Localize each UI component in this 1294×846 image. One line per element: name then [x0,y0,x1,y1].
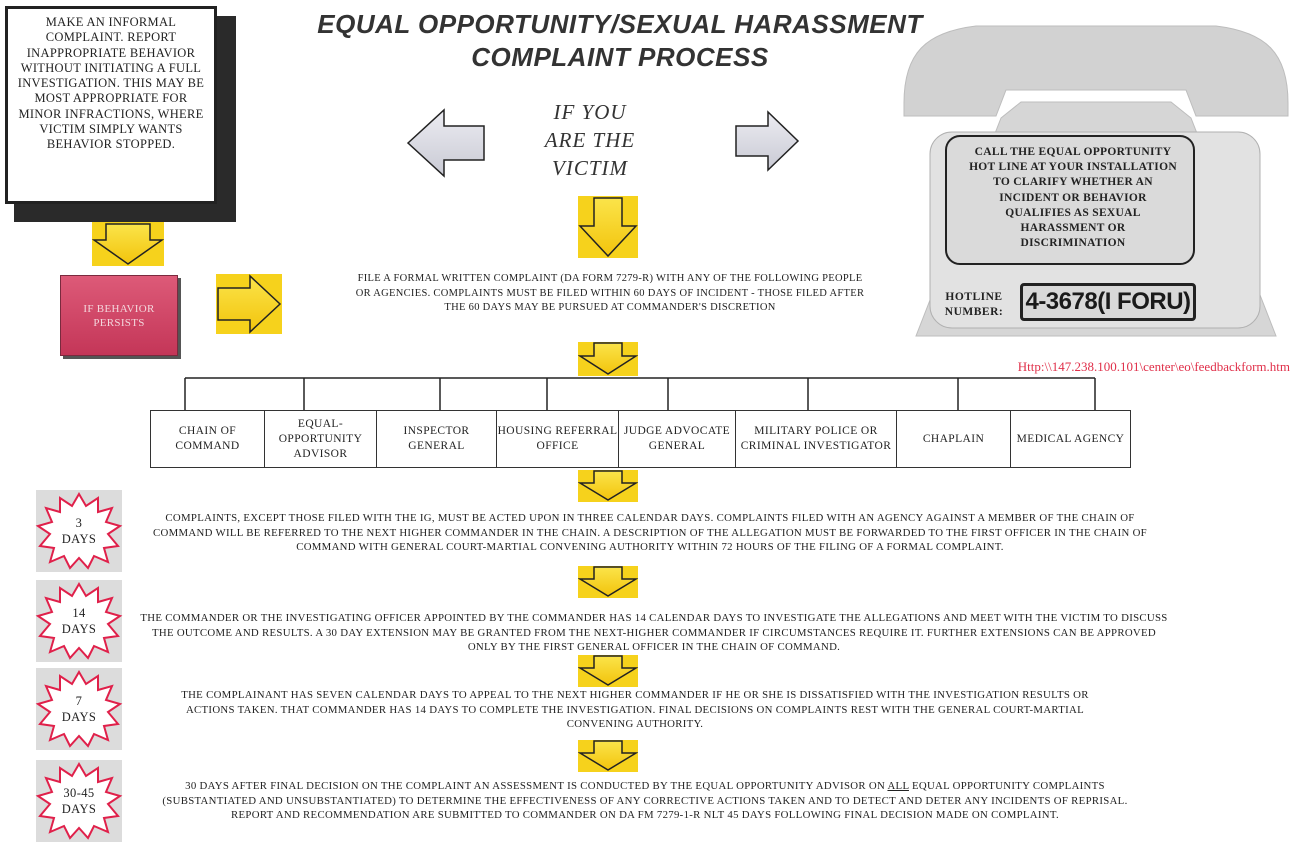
agency-label: HOUSING REFERRAL OFFICE [497,425,618,452]
step-text: COMPLAINTS, EXCEPT THOSE FILED WITH THE … [153,512,1147,554]
days-number: 3 [75,516,83,530]
agency-label: CHAPLAIN [922,432,985,445]
informal-complaint-box: MAKE AN INFORMAL COMPLAINT. REPORT INAPP… [5,6,217,204]
agency-medical-agency: MEDICAL AGENCY [1010,410,1131,468]
informal-complaint-text: MAKE AN INFORMAL COMPLAINT. REPORT INAPP… [17,15,205,152]
victim-line-3: VICTIM [552,156,628,180]
hotline-number: 4-3678(I FORU) [1020,283,1196,321]
agency-label: CHAIN OF COMMAND [175,425,240,452]
starburst-icon [35,582,123,660]
down-arrow-icon [578,196,638,258]
agency-chain-of-command: CHAIN OF COMMAND [150,410,265,468]
starburst-icon [35,670,123,748]
hotline-label: HOTLINE NUMBER: [944,291,1004,318]
agency-chaplain: CHAPLAIN [896,410,1011,468]
step-text-emphasis: ALL [887,780,909,792]
hotline-description: CALL THE EQUAL OPPORTUNITY HOT LINE AT Y… [969,146,1177,250]
days-unit: DAYS [61,532,97,546]
agency-label: JUDGE ADVOCATE GENERAL [623,425,731,452]
days-number: 30-45 [63,786,95,800]
down-arrow-icon [578,342,638,376]
step-text-after: EQUAL OPPORTUNITY COMPLAINTS (SUBSTANTIA… [162,780,1128,822]
agency-label: MILITARY POLICE OR CRIMINAL INVESTIGATOR [740,425,892,452]
agency-equal-opportunity-advisor: EQUAL-OPPORTUNITY ADVISOR [264,410,377,468]
feedback-form-link[interactable]: Http:\\147.238.100.101\center\eo\feedbac… [1017,359,1290,374]
agency-tree-lines [184,377,1096,410]
starburst-icon [35,762,123,840]
down-arrow-icon [578,655,638,687]
days-unit: DAYS [61,622,97,636]
step-text: 30 DAYS AFTER FINAL DECISION ON THE COMP… [145,779,1145,823]
right-gray-arrow-icon [735,110,800,172]
down-arrow-icon [578,566,638,598]
step-text: THE COMMANDER OR THE INVESTIGATING OFFIC… [140,612,1168,654]
agency-military-police: MILITARY POLICE OR CRIMINAL INVESTIGATOR [735,410,897,468]
telephone-icon [903,25,1289,337]
down-arrow-icon [92,222,164,266]
days-unit: DAYS [61,802,97,816]
step-text: THE COMPLAINANT HAS SEVEN CALENDAR DAYS … [181,689,1089,731]
persists-text: IF BEHAVIOR PERSISTS [83,302,155,329]
victim-line-2: ARE THE [544,128,636,152]
if-behavior-persists-box: IF BEHAVIOR PERSISTS [60,275,178,356]
agency-housing-referral-office: HOUSING REFERRAL OFFICE [496,410,619,468]
page-title: EQUAL OPPORTUNITY/SEXUAL HARASSMENT COMP… [240,8,1000,74]
right-arrow-icon [216,274,282,334]
agency-label: INSPECTOR GENERAL [403,425,470,452]
agency-judge-advocate-general: JUDGE ADVOCATE GENERAL [618,410,736,468]
days-number: 7 [75,694,83,708]
formal-complaint-text: FILE A FORMAL WRITTEN COMPLAINT (DA FORM… [355,273,865,313]
days-number: 14 [72,606,86,620]
if-you-are-the-victim: IF YOU ARE THE VICTIM [530,98,650,182]
down-arrow-icon [578,740,638,772]
down-arrow-icon [578,470,638,502]
agency-label: EQUAL-OPPORTUNITY ADVISOR [278,417,363,460]
days-unit: DAYS [61,710,97,724]
title-line-2: COMPLAINT PROCESS [471,42,769,72]
title-line-1: EQUAL OPPORTUNITY/SEXUAL HARASSMENT [317,9,923,39]
agency-label: MEDICAL AGENCY [1016,432,1125,445]
starburst-icon [35,492,123,570]
left-gray-arrow-icon [406,108,485,178]
victim-line-1: IF YOU [553,100,627,124]
agency-inspector-general: INSPECTOR GENERAL [376,410,497,468]
step-text-before: 30 DAYS AFTER FINAL DECISION ON THE COMP… [185,780,888,792]
